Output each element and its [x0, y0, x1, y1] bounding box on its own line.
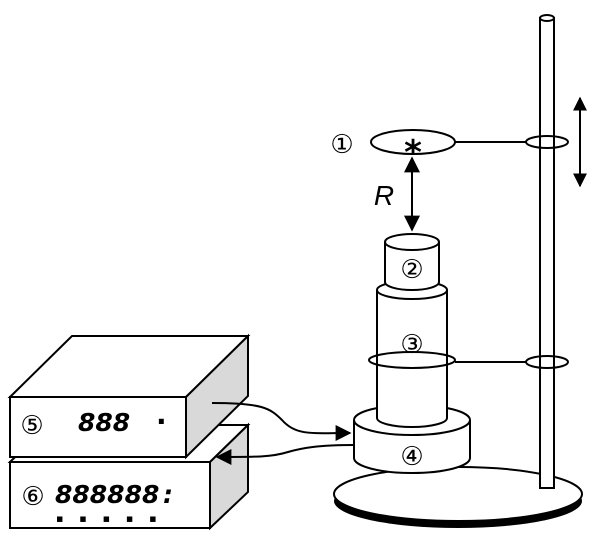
label-detector: ③	[400, 330, 423, 360]
label-source: ①	[330, 130, 353, 160]
unit-bottom-readout: 888888	[55, 480, 159, 509]
signal-cable-out	[215, 444, 355, 465]
unit-bottom-dots: ▪ ▪ ▪ ▪ ▪	[56, 512, 163, 525]
source-mark: *	[404, 133, 422, 173]
stand-rod	[539, 14, 555, 489]
unit-top-readout: 888	[78, 408, 130, 437]
unit-top-dot: ·	[156, 405, 167, 438]
stand-base	[333, 466, 583, 528]
detector-clamp	[368, 351, 569, 369]
signal-cable-in	[211, 402, 352, 442]
unit-bottom-colon: :	[163, 480, 173, 509]
source-holder	[370, 129, 569, 155]
label-unit-bottom: ⑥	[21, 482, 44, 512]
distance-label: R	[374, 180, 394, 211]
label-unit-top: ⑤	[20, 411, 43, 441]
counter-unit-top	[7, 333, 251, 460]
label-base: ④	[400, 442, 423, 472]
sample-cylinder	[384, 233, 440, 291]
label-sample: ②	[400, 255, 423, 285]
